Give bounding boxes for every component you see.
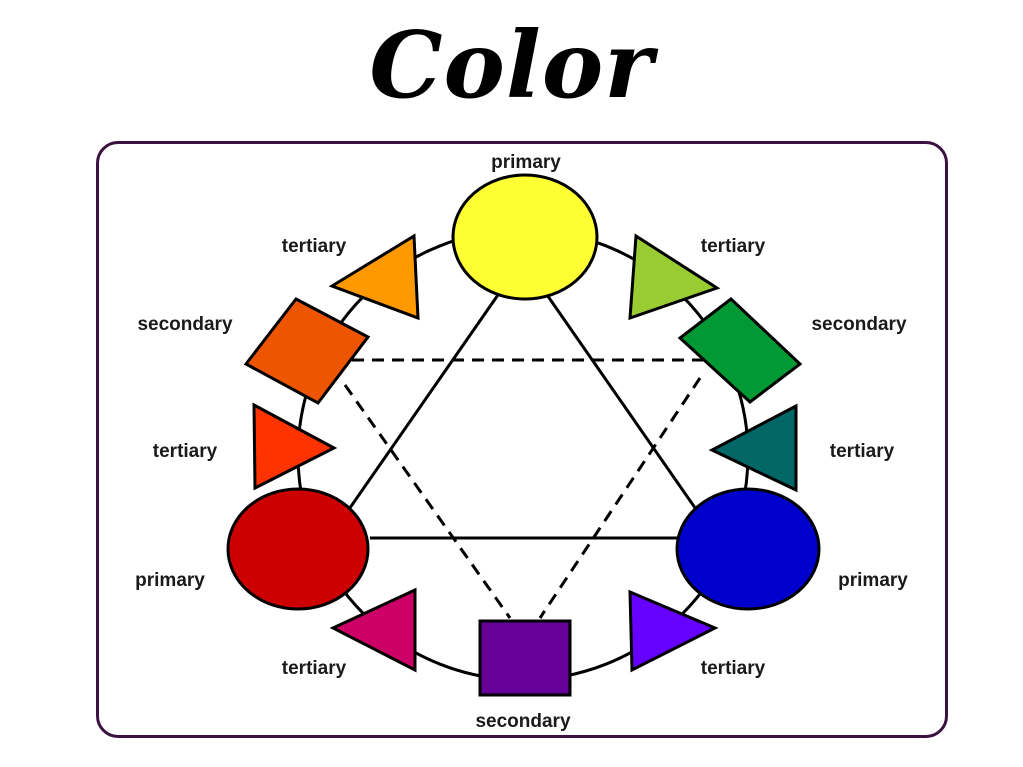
tertiary-yellow-green-triangle — [628, 233, 721, 321]
label-lower-left-tertiary: tertiary — [282, 658, 347, 679]
secondary-triangle — [343, 358, 708, 619]
secondary-green-diamond — [677, 297, 803, 404]
tertiary-blue-green-triangle — [708, 403, 798, 493]
label-mid-right-tertiary: tertiary — [830, 441, 895, 462]
label-upper-right-tertiary: tertiary — [701, 236, 766, 257]
label-upper-left-tertiary: tertiary — [282, 236, 347, 257]
tertiary-blue-violet-triangle — [628, 589, 719, 673]
label-right-secondary: secondary — [811, 314, 906, 335]
primary-triangle — [343, 291, 702, 540]
primary-yellow-circle — [451, 173, 599, 301]
primary-blue-circle — [675, 487, 821, 611]
label-left-primary: primary — [135, 570, 205, 591]
primary-red-circle — [226, 487, 370, 611]
label-left-secondary: secondary — [137, 314, 232, 335]
label-top-primary: primary — [491, 152, 561, 173]
tertiary-red-orange-triangle — [252, 402, 338, 491]
page-title: Color — [369, 11, 654, 119]
tertiary-red-violet-triangle — [329, 587, 417, 673]
tertiary-yellow-orange-triangle — [328, 233, 420, 321]
secondary-violet-square — [478, 619, 572, 697]
label-lower-right-tertiary: tertiary — [701, 658, 766, 679]
secondary-orange-diamond — [243, 297, 371, 405]
label-bottom-secondary: secondary — [475, 711, 570, 732]
diagram-frame — [96, 141, 948, 738]
label-right-primary: primary — [838, 570, 908, 591]
label-mid-left-tertiary: tertiary — [153, 441, 218, 462]
